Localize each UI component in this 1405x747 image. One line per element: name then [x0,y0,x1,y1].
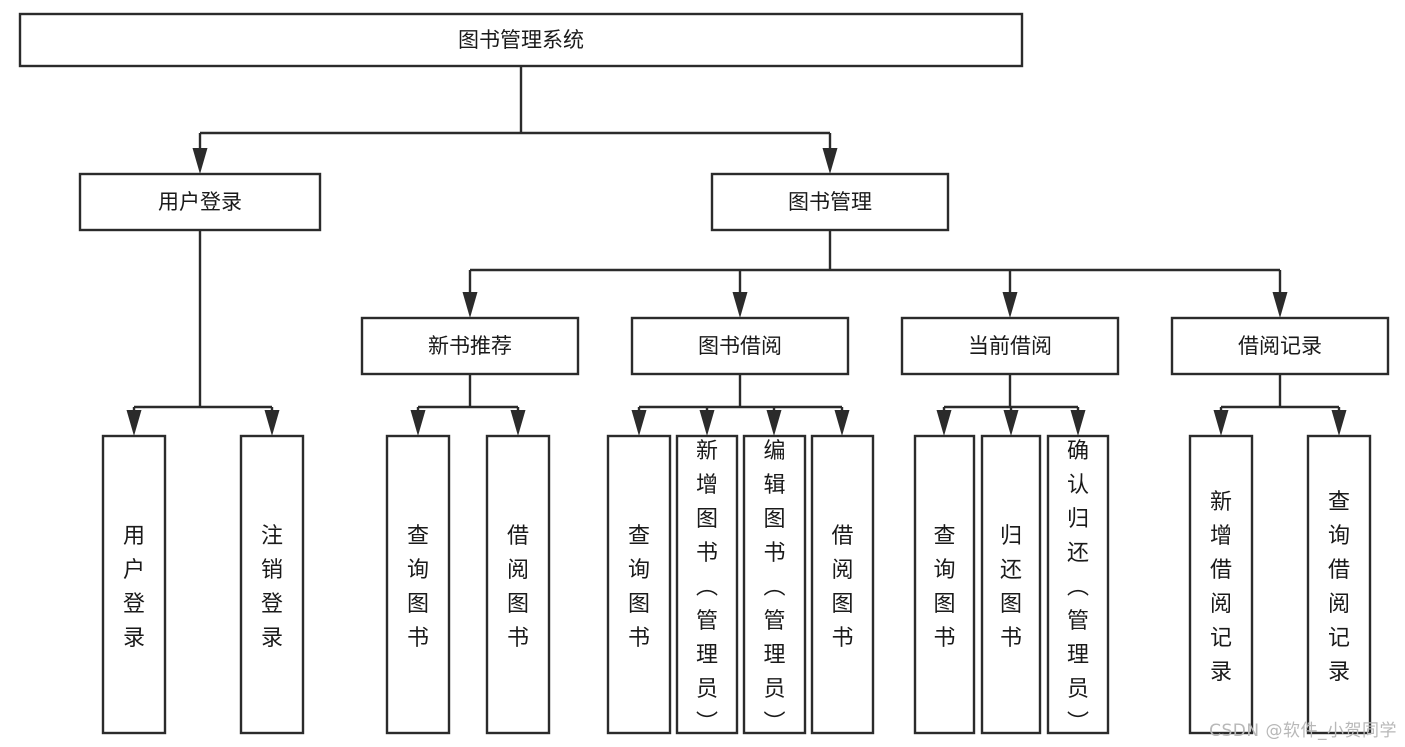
arrow-bus-book-borrow-2 [766,407,782,436]
node-leaf-borrow-book-2[interactable]: 借阅图书 [810,434,875,735]
node-current-borrow[interactable]: 当前借阅 [900,316,1120,376]
connector-bus-book-borrow [639,374,842,409]
arrow-bus-book-manage-1 [732,270,748,318]
node-leaf-query-book-1[interactable]: 查询图书 [385,434,451,735]
node-leaf-query-record[interactable]: 查询借阅记录 [1306,434,1372,735]
arrow-bus-root-0 [192,133,208,174]
arrow-bus-current-borrow-0 [936,407,952,436]
node-user-login-label: 用户登录 [158,190,242,214]
node-leaf-user-login-label: 用户登录 [123,524,145,651]
node-leaf-add-book-label: 新增图书︵管理员︶ [696,439,718,736]
node-leaf-return-book[interactable]: 归还图书 [980,434,1042,735]
node-leaf-borrow-book-1[interactable]: 借阅图书 [485,434,551,735]
arrow-bus-root-1 [822,133,838,174]
arrow-bus-user-login-0 [126,407,142,436]
arrow-bus-book-borrow-1 [699,407,715,436]
node-leaf-user-logout-label: 注销登录 [261,524,283,651]
node-leaf-return-book-label: 归还图书 [1000,524,1022,651]
arrow-bus-new-book-1 [510,407,526,436]
node-leaf-add-record[interactable]: 新增借阅记录 [1188,434,1254,735]
arrow-bus-borrow-record-1 [1331,407,1347,436]
arrow-bus-new-book-0 [410,407,426,436]
node-leaf-confirm-return-label: 确认归还︵管理员︶ [1067,439,1089,736]
node-book-borrow[interactable]: 图书借阅 [630,316,850,376]
node-leaf-add-book[interactable]: 新增图书︵管理员︶ [675,434,739,736]
node-new-book-recommend[interactable]: 新书推荐 [360,316,580,376]
node-leaf-borrow-book-2-label: 借阅图书 [831,524,853,651]
arrow-bus-book-borrow-0 [631,407,647,436]
node-leaf-query-book-3[interactable]: 查询图书 [913,434,976,735]
node-borrow-record-label: 借阅记录 [1238,334,1322,358]
node-leaf-add-record-label: 新增借阅记录 [1210,490,1232,685]
arrow-bus-borrow-record-0 [1213,407,1229,436]
nodes-layer: 图书管理系统用户登录图书管理新书推荐图书借阅当前借阅借阅记录用户登录注销登录查询… [18,12,1390,736]
arrow-bus-book-manage-3 [1272,270,1288,318]
node-leaf-query-book-2[interactable]: 查询图书 [606,434,672,735]
connector-bus-root [200,66,830,135]
arrow-bus-book-borrow-3 [834,407,850,436]
connector-bus-book-manage [470,230,1280,272]
node-leaf-query-record-label: 查询借阅记录 [1328,490,1350,685]
arrow-bus-current-borrow-2 [1070,407,1086,436]
node-book-borrow-label: 图书借阅 [698,334,782,358]
node-leaf-user-login[interactable]: 用户登录 [101,434,167,735]
node-leaf-borrow-book-1-label: 借阅图书 [507,524,529,651]
node-borrow-record[interactable]: 借阅记录 [1170,316,1390,376]
node-leaf-confirm-return[interactable]: 确认归还︵管理员︶ [1046,434,1110,736]
node-user-login[interactable]: 用户登录 [78,172,322,232]
connector-bus-user-login [134,230,272,409]
arrow-bus-current-borrow-1 [1003,407,1019,436]
arrow-bus-book-manage-2 [1002,270,1018,318]
node-book-manage[interactable]: 图书管理 [710,172,950,232]
node-book-manage-label: 图书管理 [788,190,872,214]
node-leaf-query-book-3-label: 查询图书 [933,524,955,651]
connector-bus-borrow-record [1221,374,1339,409]
node-current-borrow-label: 当前借阅 [968,334,1052,358]
node-new-book-recommend-label: 新书推荐 [428,334,512,358]
node-leaf-edit-book-label: 编辑图书︵管理员︶ [763,439,785,736]
connector-bus-current-borrow [944,374,1078,409]
connector-bus-new-book [418,374,518,409]
node-root[interactable]: 图书管理系统 [18,12,1024,68]
arrow-bus-book-manage-0 [462,270,478,318]
node-leaf-query-book-2-label: 查询图书 [628,524,650,651]
node-leaf-query-book-1-label: 查询图书 [407,524,429,651]
node-leaf-edit-book[interactable]: 编辑图书︵管理员︶ [742,434,807,736]
arrow-bus-user-login-1 [264,407,280,436]
node-leaf-user-logout[interactable]: 注销登录 [239,434,305,735]
node-root-label: 图书管理系统 [458,28,584,52]
edges-layer [126,66,1347,436]
